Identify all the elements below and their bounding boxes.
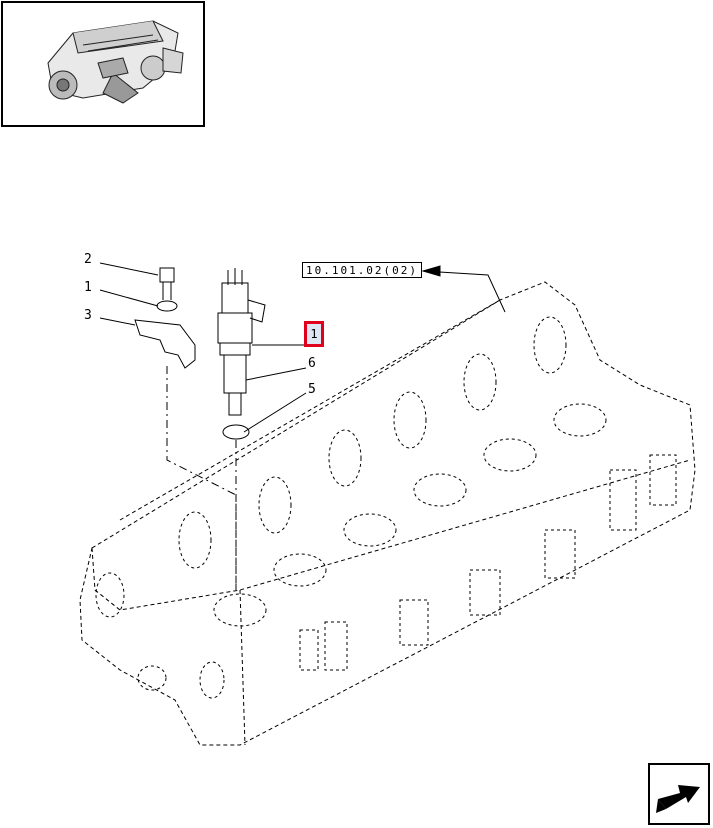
screw-part: [159, 267, 175, 300]
clamp-bracket-part: [134, 319, 196, 369]
washer-part: [156, 300, 178, 312]
highlighted-callout-1[interactable]: 1: [304, 321, 324, 347]
seal-ring-part: [222, 424, 250, 440]
next-page-button[interactable]: [648, 763, 710, 825]
injector-part: [217, 268, 266, 416]
callout-1[interactable]: 1: [84, 280, 92, 295]
reference-link[interactable]: 10.101.02(02): [302, 262, 422, 278]
callout-5[interactable]: 5: [308, 382, 316, 397]
callout-2[interactable]: 2: [84, 252, 92, 267]
callout-6[interactable]: 6: [308, 356, 316, 371]
cylinder-head-outline: [79, 281, 696, 746]
engine-thumbnail-icon: [47, 20, 184, 104]
callout-3[interactable]: 3: [84, 308, 92, 323]
highlighted-callout-label: 1: [307, 324, 321, 344]
next-page-arrow-icon: [656, 785, 700, 813]
engine-thumbnail[interactable]: [1, 1, 205, 127]
